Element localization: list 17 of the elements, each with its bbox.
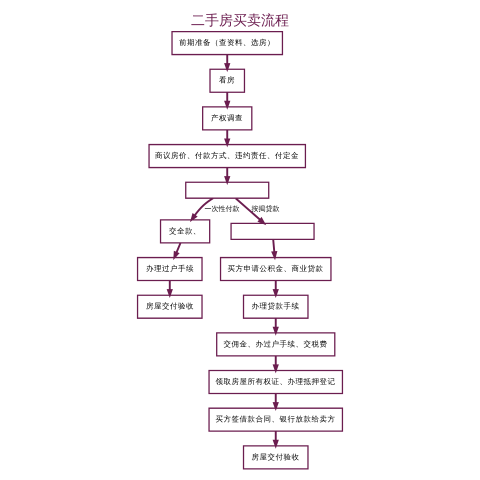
- arrow: [272, 280, 279, 298]
- arrow: [235, 198, 266, 226]
- arrow: [224, 130, 230, 148]
- arrow: [166, 280, 173, 298]
- arrow: [271, 239, 278, 260]
- arrow: [190, 197, 214, 222]
- arrow: [272, 356, 279, 374]
- node-box: [230, 222, 315, 240]
- arrow: [173, 242, 182, 260]
- arrow: [272, 431, 279, 449]
- arrow: [272, 318, 279, 336]
- arrow: [224, 168, 230, 186]
- arrow: [224, 92, 230, 110]
- arrow: [272, 394, 279, 412]
- node-box: [185, 182, 270, 199]
- arrow: [224, 54, 230, 72]
- diagram-title: 二手房买卖流程: [191, 12, 289, 29]
